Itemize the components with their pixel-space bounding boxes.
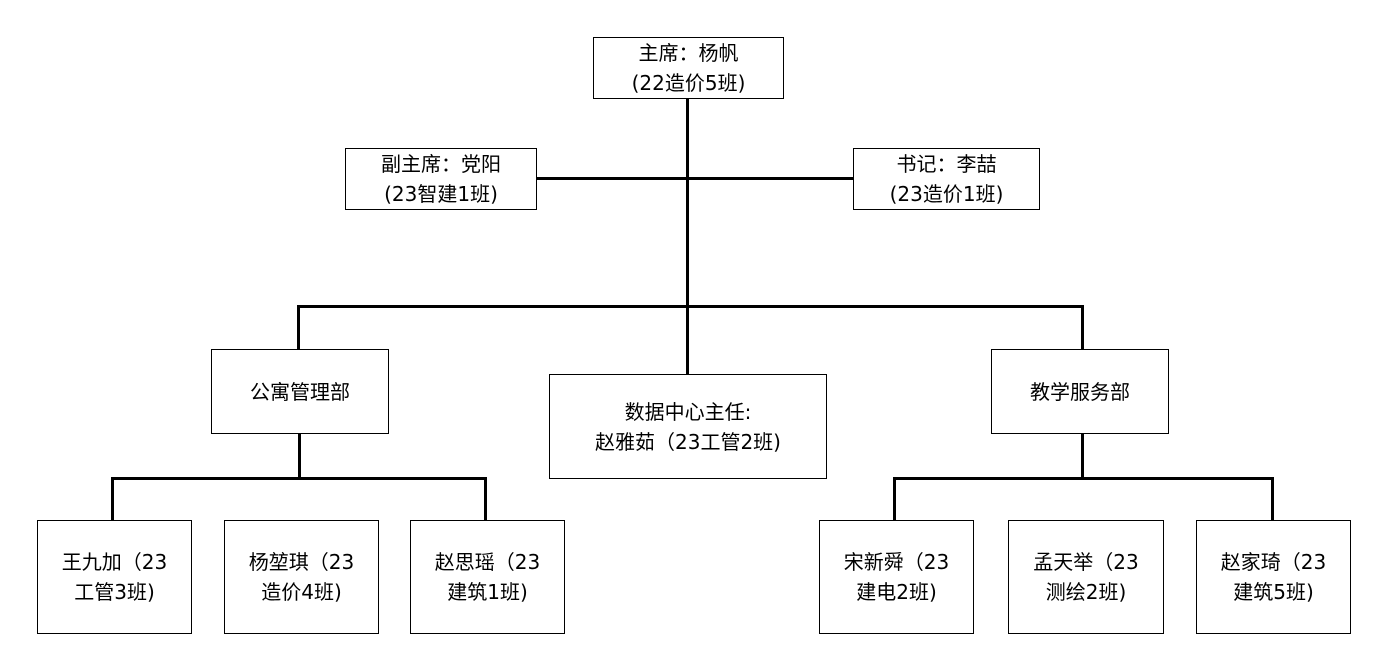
- connector-apartment-trunk: [298, 433, 301, 480]
- secretary-class: (23造价1班): [889, 182, 1004, 206]
- chairman-box: 主席：杨帆 (22造价5班): [593, 37, 784, 99]
- connector-leadership-bar: [536, 177, 854, 180]
- connector-to-apartment-dept: [297, 305, 300, 350]
- member-name: 孟天举（23: [1033, 550, 1139, 574]
- apartment-dept-label: 公寓管理部: [250, 379, 350, 404]
- member-name: 杨堃琪（23: [248, 550, 355, 574]
- member-box: 孟天举（23 测绘2班): [1008, 520, 1164, 634]
- data-center-box: 数据中心主任: 赵雅茹（23工管2班): [549, 374, 827, 479]
- vice-chairman-name: 副主席：党阳: [381, 152, 501, 176]
- connector-apartment-members-bar: [111, 477, 487, 480]
- connector-chairman-trunk: [686, 98, 689, 376]
- member-box: 赵家琦（23 建筑5班): [1196, 520, 1351, 634]
- member-box: 王九加（23 工管3班): [37, 520, 192, 634]
- secretary-name: 书记：李喆: [896, 152, 997, 176]
- data-center-director: 赵雅茹（23工管2班): [595, 429, 781, 454]
- data-center-title: 数据中心主任:: [624, 399, 752, 424]
- member-name: 赵思瑶（23: [434, 550, 541, 574]
- apartment-dept-box: 公寓管理部: [211, 349, 389, 434]
- member-class: 测绘2班): [1045, 580, 1127, 604]
- member-class: 工管3班): [74, 580, 155, 604]
- connector-department-bar: [297, 305, 1084, 308]
- vice-chairman-class: (23智建1班): [384, 182, 498, 206]
- teaching-dept-box: 教学服务部: [991, 349, 1169, 434]
- member-name: 赵家琦（23: [1220, 550, 1327, 574]
- teaching-dept-label: 教学服务部: [1030, 379, 1130, 404]
- member-box: 杨堃琪（23 造价4班): [224, 520, 379, 634]
- vice-chairman-box: 副主席：党阳 (23智建1班): [345, 148, 537, 210]
- member-box: 宋新舜（23 建电2班): [819, 520, 974, 634]
- member-class: 造价4班): [261, 580, 342, 604]
- connector-to-member-6: [1271, 477, 1274, 521]
- connector-to-member-3: [484, 477, 487, 521]
- chairman-class: (22造价5班): [631, 71, 746, 95]
- member-name: 宋新舜（23: [843, 550, 950, 574]
- connector-to-teaching-dept: [1081, 305, 1084, 350]
- member-box: 赵思瑶（23 建筑1班): [410, 520, 565, 634]
- member-name: 王九加（23: [61, 550, 168, 574]
- connector-teaching-members-bar: [893, 477, 1274, 480]
- member-class: 建电2班): [856, 580, 937, 604]
- connector-teaching-trunk: [1081, 433, 1084, 480]
- connector-to-member-4: [893, 477, 896, 521]
- connector-to-member-1: [111, 477, 114, 521]
- secretary-box: 书记：李喆 (23造价1班): [853, 148, 1040, 210]
- member-class: 建筑1班): [447, 580, 528, 604]
- chairman-name: 主席：杨帆: [638, 41, 739, 65]
- member-class: 建筑5班): [1233, 580, 1314, 604]
